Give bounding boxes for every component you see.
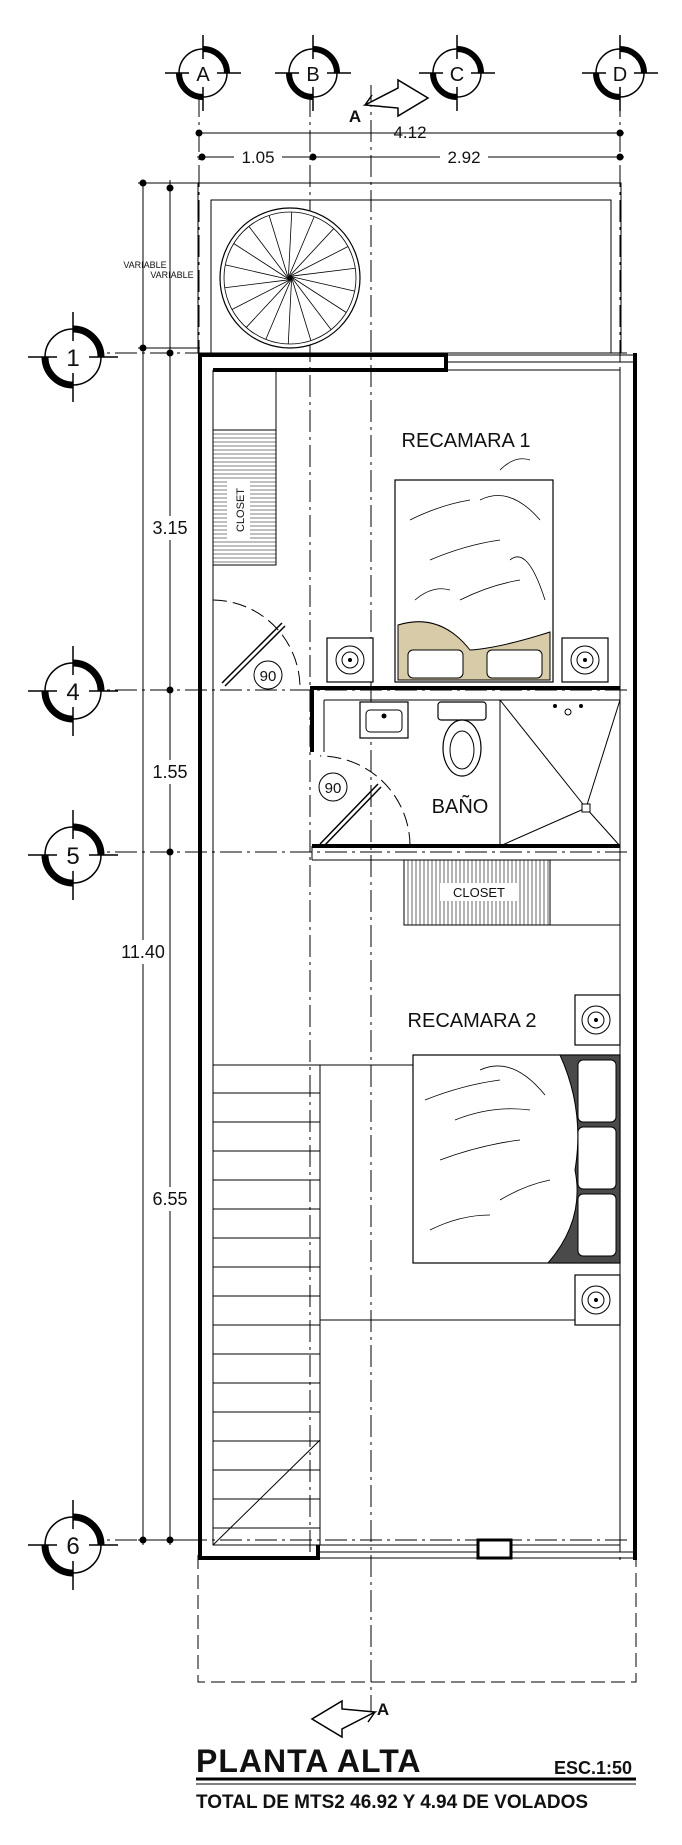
section-marker-top: A: [349, 107, 361, 126]
door-angle-2: 90: [325, 780, 342, 797]
drawing-subtitle: TOTAL DE MTS2 46.92 Y 4.94 DE VOLADOS: [196, 1792, 588, 1813]
grid-label-a: A: [196, 64, 210, 86]
section-arrow-top: A: [349, 78, 430, 126]
dim-total-height: 11.40: [121, 942, 165, 962]
dim-h1: 3.15: [152, 518, 187, 538]
door-angle-1: 90: [260, 668, 277, 685]
door-1: 90: [212, 599, 301, 690]
grid-label-b: B: [306, 64, 319, 86]
door-2: 90: [318, 755, 411, 848]
nightstand-right: [561, 637, 609, 683]
bedroom-2: RECAMARA 2: [408, 994, 621, 1326]
bedroom-2-label: RECAMARA 2: [408, 1010, 537, 1032]
shower-icon: [499, 699, 621, 847]
nightstand-bottom: [574, 1274, 621, 1326]
section-arrow-bottom: A: [310, 1699, 389, 1739]
dim-h3: 6.55: [152, 1189, 187, 1209]
toilet-icon: [437, 701, 487, 777]
left-dimensions: VARIABLE VARIABLE 3.15 1.55 6.55 11.40: [118, 179, 200, 1545]
grid-bubble-6: 6: [28, 1500, 118, 1590]
sink-icon: [359, 701, 409, 739]
top-dimensions: 4.12 1.05 2.92: [195, 123, 624, 167]
dim-h2: 1.55: [152, 762, 187, 782]
grid-bubble-a: A: [165, 35, 241, 111]
closet-2-label: CLOSET: [453, 885, 505, 900]
grid-bubble-4: 4: [28, 646, 118, 736]
spiral-stair-icon: [219, 207, 361, 349]
grid-label-d: D: [613, 64, 627, 86]
title-block: PLANTA ALTA ESC.1:50 TOTAL DE MTS2 46.92…: [196, 1743, 636, 1813]
bottom-balcony: [197, 1555, 637, 1683]
dim-variable-1: VARIABLE: [123, 260, 166, 270]
drawing-scale: ESC.1:50: [554, 1758, 632, 1778]
nightstand-left: [326, 637, 374, 683]
bathroom-label: BAÑO: [432, 794, 489, 818]
grid-label-6: 6: [66, 1533, 79, 1560]
dim-width-left: 1.05: [241, 148, 274, 167]
dim-total-width: 4.12: [393, 123, 426, 142]
dim-width-right: 2.92: [447, 148, 480, 167]
grid-label-c: C: [450, 64, 464, 86]
stair-icon: [212, 1064, 321, 1546]
bedroom-1-label: RECAMARA 1: [402, 430, 531, 452]
closet-1: CLOSET: [212, 429, 277, 566]
bedroom-1: RECAMARA 1: [326, 430, 609, 683]
bathroom: BAÑO: [359, 699, 621, 847]
grid-bubble-5: 5: [28, 810, 118, 900]
grid-bubble-b: B: [275, 35, 351, 111]
closet-1-label: CLOSET: [235, 488, 247, 532]
grid-bubble-1: 1: [28, 312, 118, 402]
grid-label-4: 4: [66, 679, 79, 706]
grid-axes: [80, 85, 630, 1715]
grid-bubble-c: C: [419, 35, 495, 111]
grid-label-5: 5: [66, 843, 79, 870]
nightstand-top: [574, 994, 621, 1046]
closet-2: CLOSET: [403, 859, 621, 926]
section-marker-bottom: A: [377, 1700, 389, 1719]
grid-label-1: 1: [66, 345, 79, 372]
drawing-title: PLANTA ALTA: [196, 1743, 421, 1779]
dim-variable-2: VARIABLE: [150, 270, 193, 280]
grid-bubble-d: D: [582, 35, 658, 111]
